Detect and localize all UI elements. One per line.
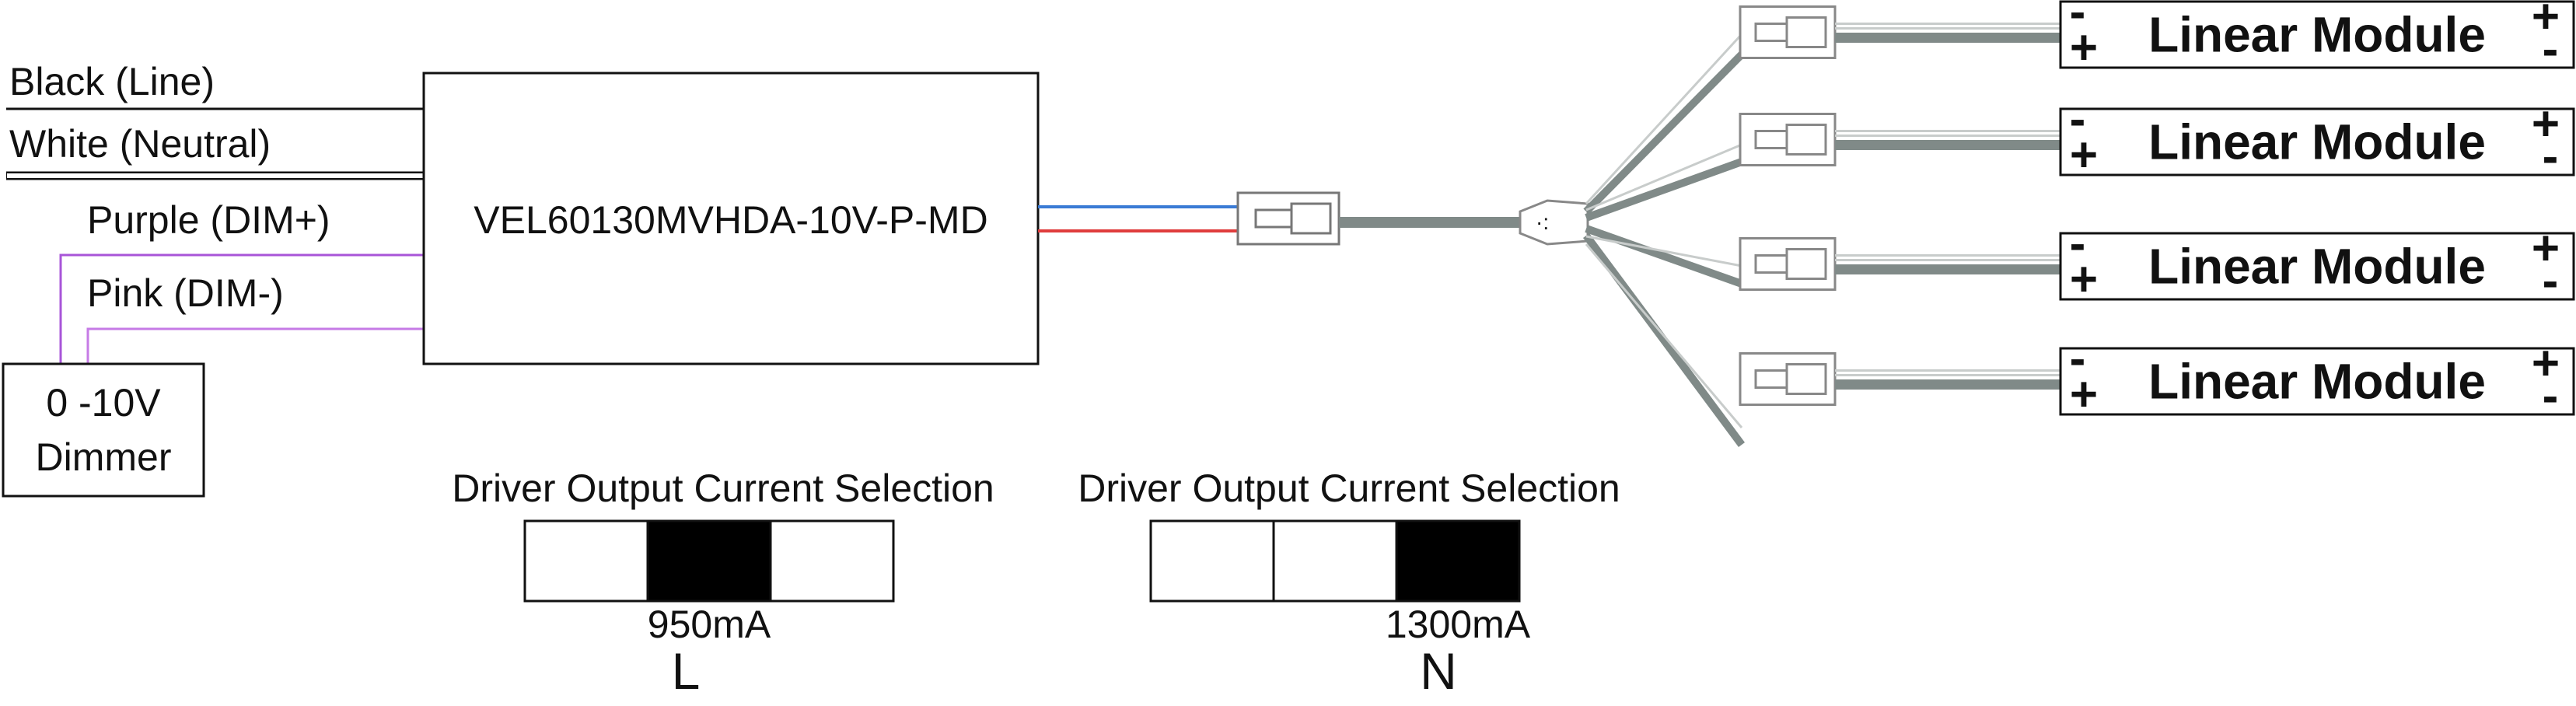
current-selection-layer: Driver Output Current Selection950mALDri… xyxy=(452,467,1620,700)
module-right-top-sign: + xyxy=(2532,97,2560,151)
module-left-bottom-sign: + xyxy=(2070,21,2098,75)
current-selection-slot-2 xyxy=(646,519,772,603)
current-selection-slot-1 xyxy=(1149,519,1275,603)
splitter-hub xyxy=(1519,199,1589,246)
linear-module-4: Linear Module-++- xyxy=(1739,332,2575,423)
linear-module-label: Linear Module xyxy=(2148,7,2486,63)
module-right-top-sign: + xyxy=(2532,222,2560,275)
dimmer-box xyxy=(2,362,205,498)
linear-module-label: Linear Module xyxy=(2148,114,2486,170)
module-connector-3 xyxy=(1739,237,1837,291)
module-right-bottom-sign: - xyxy=(2543,23,2559,76)
branch-cable-4 xyxy=(1582,233,1746,447)
module-right-bottom-sign: - xyxy=(2543,369,2559,423)
modules-layer: Linear Module-++-Linear Module-++-Linear… xyxy=(1739,0,2575,423)
linear-module-2: Linear Module-++- xyxy=(1739,93,2575,183)
module-connector-2 xyxy=(1739,113,1837,166)
splitter-dots: ·: xyxy=(1536,210,1549,234)
current-selection-letter: L xyxy=(672,642,701,700)
current-selection-title: Driver Output Current Selection xyxy=(452,467,994,510)
current-selection-value: 950mA xyxy=(648,603,771,646)
module-left-bottom-sign: + xyxy=(2070,128,2098,182)
module-connector-1 xyxy=(1739,5,1837,59)
module-connector-4 xyxy=(1739,352,1837,406)
dimmer-label-line1: 0 -10V xyxy=(46,381,161,425)
pink-dim-minus-wire xyxy=(86,327,424,364)
linear-module-label: Linear Module xyxy=(2148,239,2486,295)
white-neutral-label: White (Neutral) xyxy=(9,122,271,166)
branch-cable-2 xyxy=(1585,158,1743,222)
linear-module-box-4 xyxy=(2059,347,2575,416)
purple-dim-plus-label: Purple (DIM+) xyxy=(87,198,330,242)
module-left-bottom-sign: + xyxy=(2070,368,2098,421)
linear-module-box-2 xyxy=(2059,107,2575,176)
module-left-top-sign: - xyxy=(2070,217,2086,271)
dimmer-label-line2: Dimmer xyxy=(36,435,172,479)
current-selection-slot-3 xyxy=(1395,519,1521,603)
module-left-top-sign: - xyxy=(2070,0,2086,39)
module-left-top-sign: - xyxy=(2070,332,2086,386)
current-selection-title: Driver Output Current Selection xyxy=(1078,467,1620,510)
module-right-top-sign: + xyxy=(2532,337,2560,390)
current-selection-slot-2 xyxy=(1272,519,1398,603)
linear-module-3: Linear Module-++- xyxy=(1739,217,2575,308)
driver-box xyxy=(422,72,1040,365)
branch-cable-3 xyxy=(1585,225,1743,288)
linear-module-label: Linear Module xyxy=(2148,354,2486,410)
branch-cables xyxy=(1582,51,1746,447)
module-left-bottom-sign: + xyxy=(2070,253,2098,306)
module-right-bottom-sign: - xyxy=(2543,130,2559,183)
module-right-bottom-sign: - xyxy=(2543,254,2559,308)
linear-module-box-3 xyxy=(2059,232,2575,301)
driver-model-label: VEL60130MVHDA-10V-P-MD xyxy=(474,198,987,242)
linear-module-box-1 xyxy=(2059,0,2575,69)
branch-cable-1 xyxy=(1583,51,1745,215)
current-selection-slot-3 xyxy=(769,519,895,603)
module-left-top-sign: - xyxy=(2070,93,2086,146)
current-selection-value: 1300mA xyxy=(1386,603,1531,646)
pink-dim-minus-label: Pink (DIM-) xyxy=(87,271,284,315)
current-selection-letter: N xyxy=(1420,642,1457,700)
black-line-label: Black (Line) xyxy=(9,60,215,103)
module-right-top-sign: + xyxy=(2532,0,2560,44)
output-connector xyxy=(1236,191,1340,246)
purple-dim-plus-wire xyxy=(59,253,424,364)
linear-module-1: Linear Module-++- xyxy=(1739,0,2575,76)
current-selection-slot-1 xyxy=(523,519,649,603)
